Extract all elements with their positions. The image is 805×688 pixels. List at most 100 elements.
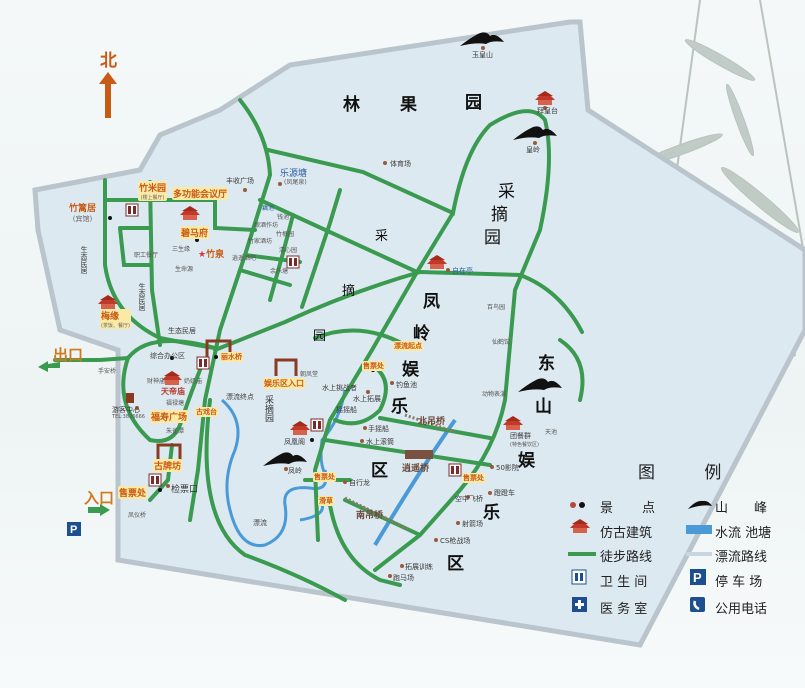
landmark-conference-hall[interactable]: 多功能会议厅 [172,187,229,200]
place-label: 奶奶庙 [184,378,203,385]
place-label: 漂流终点 [226,393,254,401]
legend-medical: 医 务 室 [600,602,648,617]
place-label: 朱雀潭 [166,428,185,435]
area-fengling-3: 娱 [402,360,419,380]
place-label: 手摇船 [368,425,389,433]
place-label: 清心园 [279,247,298,254]
ticket-office[interactable]: 售票处 [118,486,148,499]
landmark-sublabel: (宾馆) [72,215,93,223]
place-label: 竹家酒坊 [248,238,273,245]
place-label: 水上挑战者 [322,384,357,392]
place-label: 丰收广场 [226,177,254,185]
place-label: 凤岭 [288,467,302,475]
legend-drift-route: 漂流路线 [715,550,768,565]
landmark-label: 竹泉 [206,250,225,260]
area-dongshan-3: 娱 [518,451,535,471]
area-caizhai-mid-1: 采 [375,229,389,244]
place-label: 余乐塘 [270,268,289,275]
place-label: 生态民居 [168,327,196,335]
landmark-meiyuan[interactable]: 梅缘(茶饭、餐厅) [100,309,131,329]
place-label: 水上拓展 [353,395,381,403]
landmark-ancient-stage[interactable]: 古戏台 [195,407,218,417]
area-caizhai-ne-2: 摘 [491,205,508,225]
bridge-label-north: 北吊桥 [418,417,446,427]
area-dongshan-5: 区 [447,554,464,574]
landmark-tiandimiao[interactable]: 天帝庙 [161,387,185,396]
north-label: 北 [100,51,117,71]
place-label: 漂流 [253,519,267,527]
landmark-zhumiyuan[interactable]: 竹米园(楼上餐厅) [138,181,168,201]
place-label: 跑马场 [393,574,414,582]
landmark-zhuquan[interactable]: ★竹泉 [197,247,225,260]
landmark-fushou-square[interactable]: 福寿广场 [150,410,189,423]
exit-arrow-icon [38,361,60,372]
info-icon [126,393,134,403]
place-label: 酿酒作坊 [254,222,279,229]
place-label: 摇摇船 [336,406,357,414]
entrance-label: 入口 [84,489,115,507]
place-label: 凤凰阁 [284,438,305,446]
place-label: 50影院 [496,464,519,472]
area-dongshan-4: 乐 [483,503,500,523]
landmark-bimafu[interactable]: 碧马府 [180,226,210,239]
area-fengling-4: 乐 [391,397,408,417]
place-label: 体育场 [390,160,411,168]
area-linguoyuan-2: 果 [400,95,417,115]
legend-scenic-spot: 景 点 [600,501,657,516]
place-label: 钱池 [277,214,290,221]
place-label: (特色餐饮区) [510,442,539,448]
legend-icons: P [568,500,712,612]
legend-title: 图 例 [638,463,744,483]
bridge-label-xiaoyao: 逍遥桥 [402,464,430,474]
place-label: 拓展训练 [405,563,433,571]
place-label: 射箭场 [462,520,483,528]
svg-text:P: P [693,570,702,585]
place-label: 朝凤堂 [300,371,319,378]
place-label: 游客中心 [112,406,140,414]
place-label: 动物表演 [482,391,507,398]
ticket-office[interactable]: 售票处 [362,361,385,371]
place-label: 团餐群 [510,432,531,440]
place-label: 空中飞桥 [455,495,483,503]
landmark-sublabel: (楼上餐厅) [140,195,165,201]
landmark-zhuliju[interactable]: 竹篱居(宾馆) [68,201,97,224]
area-caizhai-ne-3: 园 [484,228,501,248]
area-caizhai-mid-2: 摘 [342,284,356,299]
bridge-label-south: 南吊桥 [356,511,384,521]
place-label: TEL:3826666 [112,414,145,420]
legend-pavilion: 仿古建筑 [600,526,653,541]
place-label: 职工餐厅 [134,252,159,259]
place-label: 皇岭 [526,146,540,154]
place-label: 检票口 [171,485,199,495]
grass-skiing[interactable]: 滑草 [318,496,334,506]
ticket-office[interactable]: 售票处 [313,472,336,482]
drift-start[interactable]: 漂流起点 [393,341,423,351]
area-caizhai-sw: 采摘园 [263,395,273,422]
landmark-label: 竹米园 [139,184,167,194]
xiaoyao-bridge [405,450,433,459]
place-label: 钓鱼池 [396,381,417,389]
area-fengling-2: 岭 [413,324,430,344]
area-caizhai-ne-1: 采 [498,182,515,202]
place-label: 蹬蹬车 [494,489,515,497]
legend-water: 水流 池塘 [715,526,772,541]
ticket-office[interactable]: 售票处 [462,473,485,483]
place-label: 拜皇台 [537,107,558,115]
place-label: 玉皇山 [472,51,493,59]
parking-icon[interactable]: P [67,522,81,536]
landmark-label: 竹篱居 [69,204,97,214]
place-label: 生命源 [175,266,194,273]
place-label: 三生缘 [172,246,191,253]
landmark-ancient-archway[interactable]: 古牌坊 [153,459,183,472]
landmark-lishui-bridge[interactable]: 丽水桥 [220,352,243,362]
place-label: 藕池 [262,205,275,212]
area-dongshan-1: 东 [538,354,555,374]
exit-label: 出口 [53,346,84,364]
area-caizhai-mid-3: 园 [313,329,327,344]
legend-parking: 停 车 场 [715,575,763,590]
place-label: 天池 [545,429,558,436]
landmark-entertainment-entrance[interactable]: 娱乐区入口 [263,378,305,389]
area-linguoyuan-1: 林 [343,95,360,115]
place-label: 仙鹤馆 [492,339,511,346]
legend-toilet: 卫 生 间 [600,575,648,590]
